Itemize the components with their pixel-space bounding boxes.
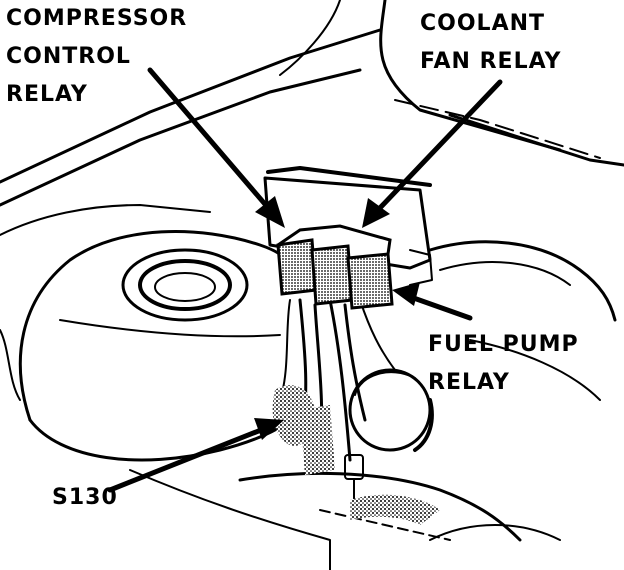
bulkhead-inner <box>439 261 571 286</box>
fuel-pump-relay-label: FUEL PUMP RELAY <box>428 326 579 402</box>
bulkhead-curve <box>428 240 617 322</box>
fuel-pump-arrowhead <box>392 282 420 306</box>
compressor-label-line-2: CONTROL <box>6 44 131 69</box>
strut-tower-lip <box>59 319 281 338</box>
compressor-label-line-1: COMPRESSOR <box>6 6 188 31</box>
s130-arrowhead <box>254 418 284 440</box>
canister-rim <box>354 371 416 396</box>
s130-label: S130 <box>52 479 118 517</box>
wire-5 <box>359 299 396 371</box>
coolant-label-line-2: FAN RELAY <box>420 49 562 74</box>
fuel-pump-relay-body <box>346 252 394 310</box>
windshield-line <box>448 113 624 167</box>
strut-mount-inner <box>138 259 232 311</box>
relay-bracket-tab <box>409 249 433 286</box>
hood-crease-line <box>379 0 562 152</box>
hood-edge-line <box>0 28 382 184</box>
wire-6 <box>279 299 291 401</box>
apron-lower <box>0 329 21 401</box>
wire-3 <box>328 298 352 462</box>
strut-tower-base <box>28 408 302 462</box>
s130-leader-line <box>107 425 269 493</box>
compressor-leader-line <box>147 67 273 213</box>
compressor-control-relay-label: COMPRESSOR CONTROL RELAY <box>6 0 187 114</box>
coolant-fan-relay-label: COOLANT FAN RELAY <box>420 5 561 81</box>
relay-tops <box>277 224 392 255</box>
hood-inner-line <box>0 68 362 207</box>
coolant-label-line-1: COOLANT <box>420 11 546 36</box>
wire-loom-shading <box>300 405 335 475</box>
fender-top-line <box>279 0 341 76</box>
coolant-leader-line <box>375 79 503 213</box>
canister-shadow <box>413 398 434 452</box>
lower-panel <box>129 469 331 570</box>
lower-right-shading <box>350 494 440 525</box>
wire-4 <box>343 303 367 422</box>
fuel-label-line-1: FUEL PUMP <box>428 332 579 357</box>
coolant-arrowhead <box>362 198 390 228</box>
compressor-arrowhead <box>255 196 285 228</box>
lower-hose <box>238 471 522 542</box>
bottom-right-curve <box>429 524 561 541</box>
strut-mount-outer <box>121 248 249 322</box>
s130-label-text: S130 <box>52 485 118 510</box>
relay-bracket <box>263 176 432 270</box>
fuel-label-line-2: RELAY <box>428 370 510 395</box>
relay-bracket-top <box>266 166 432 187</box>
fuel-pump-leader-line <box>405 293 473 321</box>
strut-mount-core <box>154 272 216 302</box>
bulkhead-lower <box>469 339 601 401</box>
lower-dash <box>319 509 451 541</box>
fender-apron <box>0 204 211 236</box>
compressor-label-line-3: RELAY <box>6 82 88 107</box>
cowl-line <box>394 99 601 159</box>
compressor-control-relay-body <box>276 238 318 296</box>
coolant-fan-relay-body <box>310 244 354 306</box>
strut-tower-outline <box>18 230 302 422</box>
